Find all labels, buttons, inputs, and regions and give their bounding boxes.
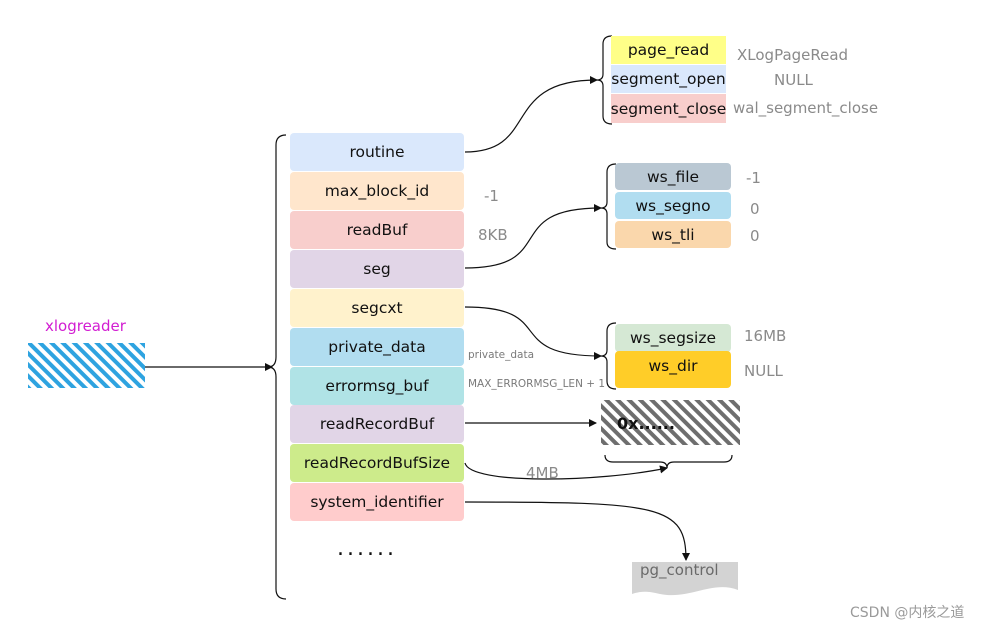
field-private-data: private_data [290,328,464,366]
segcxt-ws-dir: ws_dir [615,351,731,388]
field-seg: seg [290,250,464,288]
readrecordbufsize-connector [464,462,668,480]
routine-segment-open: segment_open [611,65,726,93]
field-readrecordbuf: readRecordBuf [290,405,464,443]
readrecordbufsize-value: 4MB [526,464,559,482]
ws-tli-value: 0 [750,227,760,245]
fields-brace [267,134,287,600]
field-errormsg-buf: errormsg_buf [290,367,464,405]
field-system-identifier: system_identifier [290,483,464,521]
seg-ws-file: ws_file [615,163,731,190]
seg-group-brace [600,163,617,250]
field-max-block-id: max_block_id [290,172,464,210]
xlogreader-label: xlogreader [45,317,126,335]
seg-ws-tli: ws_tli [615,221,731,248]
pg-control-shape [632,562,738,596]
ws-segsize-value: 16MB [744,327,787,345]
field-readbuf: readBuf [290,211,464,249]
ws-dir-value: NULL [744,362,783,380]
ws-segno-value: 0 [750,200,760,218]
buffer-size-brace [604,454,733,469]
page-read-value: XLogPageRead [737,46,849,64]
private-data-value: private_data [468,349,535,361]
more-fields-ellipsis: ...... [337,536,397,561]
errormsg-buf-value: MAX_ERRORMSG_LEN + 1 [468,378,606,390]
pg-control-label: pg_control [640,561,719,579]
xlogreader-block [28,343,145,388]
seg-connector [464,204,602,269]
max-block-id-value: -1 [484,187,499,205]
seg-ws-segno: ws_segno [615,192,731,219]
segment-close-value: wal_segment_close [733,99,879,117]
field-routine: routine [290,133,464,171]
ws-file-value: -1 [746,169,761,187]
field-readrecordbufsize: readRecordBufSize [290,444,464,482]
system-identifier-connector [464,501,690,561]
routine-page-read: page_read [611,36,726,64]
routine-connector [464,76,598,153]
routine-segment-close: segment_close [611,94,726,123]
record-buffer-label: 0x...... [617,414,675,433]
segment-open-value: NULL [774,71,813,89]
watermark: CSDN @内核之道 [850,605,965,621]
segcxt-connector [464,306,602,360]
record-buffer-block [601,400,740,445]
readbuf-value: 8KB [478,226,508,244]
segcxt-ws-segsize: ws_segsize [615,324,731,352]
field-segcxt: segcxt [290,289,464,327]
